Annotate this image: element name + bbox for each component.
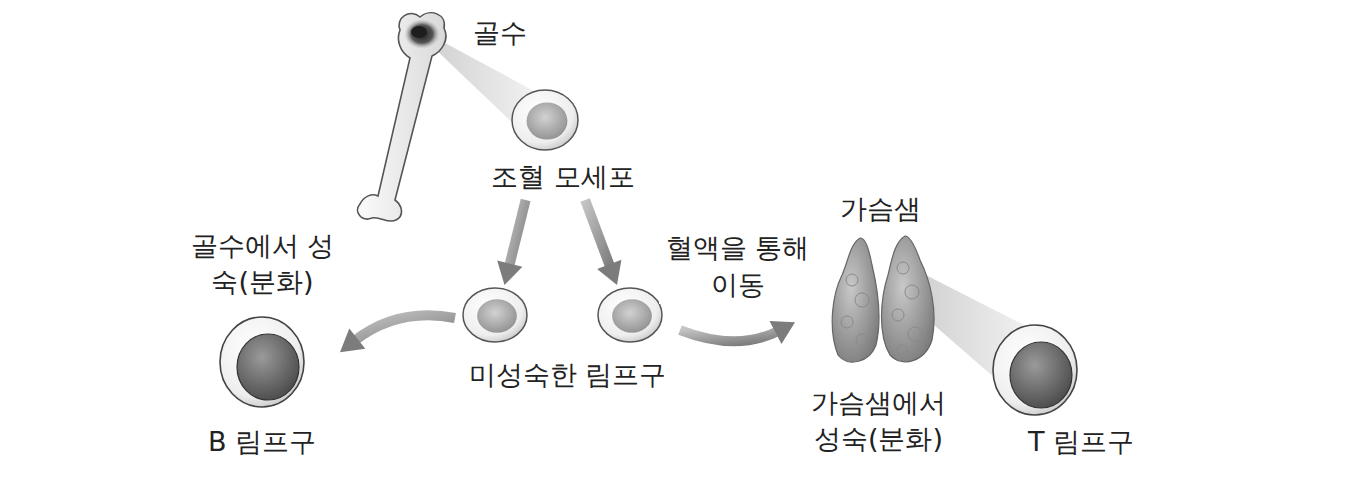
- flow-arrow: [340, 315, 455, 352]
- thymus-texture: [841, 262, 922, 355]
- node-label: 가슴샘에서 성숙(분화): [797, 385, 960, 458]
- bone-marrow: [404, 19, 440, 49]
- cell-nucleus: [477, 299, 517, 332]
- thymus: 가슴샘가슴샘에서 성숙(분화): [795, 188, 962, 462]
- arrow-head: [597, 260, 621, 285]
- node-label: 골수: [458, 15, 542, 51]
- arrow-shaft: [680, 330, 779, 341]
- thymus-lobe: [832, 238, 879, 362]
- arrow-head: [340, 328, 365, 352]
- t-lymphocyte: T 림프구: [990, 320, 1150, 465]
- node-label: 조혈 모세포: [480, 159, 646, 195]
- arrow-shaft: [585, 200, 611, 268]
- node-label: 가슴샘: [815, 191, 945, 227]
- arrow-head: [497, 261, 522, 285]
- cell-body: [598, 288, 662, 342]
- cell-body: [220, 317, 304, 407]
- flow-arrow: [680, 321, 795, 344]
- edge-label: 혈액을 통해 이동: [659, 229, 817, 305]
- cell-body: [512, 90, 578, 150]
- node-shape: [795, 188, 962, 462]
- node-label: 골수에서 성숙(분화): [187, 228, 338, 301]
- bone: [358, 13, 446, 221]
- b-lymphocyte: 골수에서 성숙(분화) B 림프구: [185, 225, 340, 465]
- arrow-shaft: [354, 315, 455, 341]
- cell-nucleus: [1010, 342, 1072, 408]
- stem-cell: 조혈 모세포: [478, 85, 648, 200]
- node-label: B 림프구: [192, 424, 332, 460]
- node-label: T 림프구: [1014, 424, 1148, 460]
- thymus-lobe: [882, 236, 935, 362]
- cell-nucleus: [612, 299, 652, 332]
- cell-body: [463, 288, 527, 342]
- cell-nucleus: [527, 102, 568, 139]
- arrow-head: [769, 321, 795, 344]
- cell-nucleus: [237, 334, 299, 400]
- bone-marrow: [411, 26, 427, 38]
- flow-arrow: [497, 200, 525, 285]
- arrow-shaft: [509, 200, 526, 268]
- cell-body: [993, 325, 1077, 415]
- flow-arrow: [585, 200, 621, 285]
- immature-lymphocytes: 미성숙한 림프구: [455, 285, 680, 395]
- node-label: 미성숙한 림프구: [457, 357, 678, 393]
